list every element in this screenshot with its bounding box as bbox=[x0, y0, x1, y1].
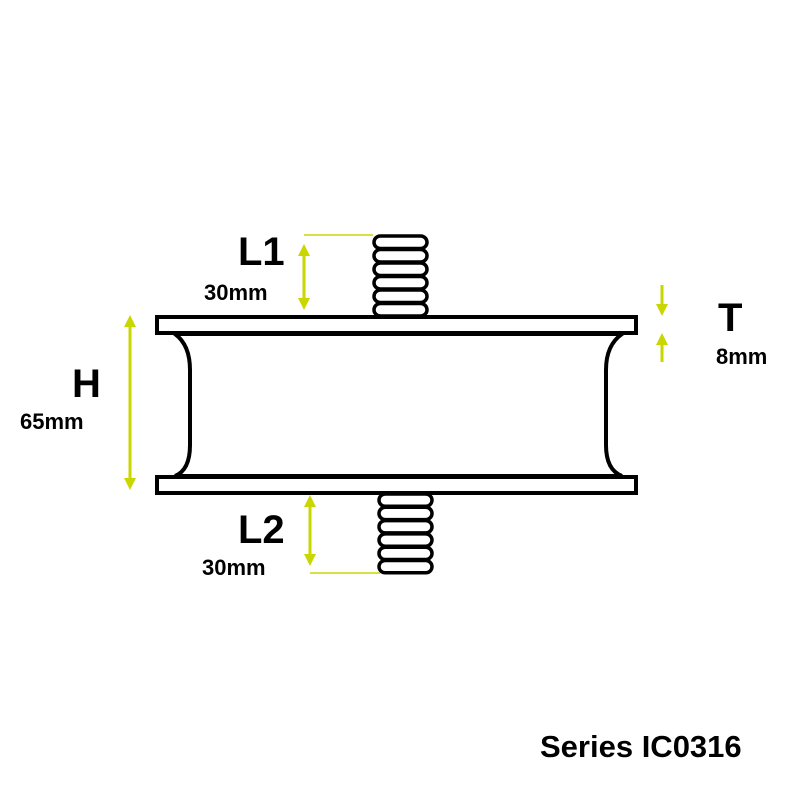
thread-ring bbox=[372, 274, 429, 291]
thread-ring bbox=[372, 288, 429, 305]
thread-ring bbox=[377, 518, 434, 535]
l1-value: 30mm bbox=[204, 280, 268, 305]
thread-ring bbox=[377, 492, 434, 509]
t-value: 8mm bbox=[716, 344, 768, 369]
thread-ring bbox=[372, 234, 429, 251]
series-label: Series IC0316 bbox=[540, 729, 742, 764]
bottom-plate bbox=[155, 475, 638, 495]
thread-ring bbox=[377, 545, 434, 562]
thread-ring bbox=[372, 261, 429, 278]
h-value: 65mm bbox=[20, 409, 84, 434]
t-label: T bbox=[718, 296, 743, 340]
thread-ring bbox=[377, 558, 434, 575]
l2-label: L2 bbox=[238, 508, 285, 552]
thread-ring bbox=[377, 532, 434, 548]
bottom-stud bbox=[377, 492, 434, 575]
thread-ring bbox=[372, 301, 429, 318]
l2-value: 30mm bbox=[202, 555, 266, 580]
thread-ring bbox=[377, 505, 434, 522]
rubber-body bbox=[168, 332, 629, 478]
top-plate bbox=[155, 315, 638, 335]
h-label: H bbox=[72, 362, 101, 406]
thread-ring bbox=[372, 247, 429, 264]
l1-label: L1 bbox=[238, 230, 285, 274]
top-stud bbox=[372, 234, 429, 318]
